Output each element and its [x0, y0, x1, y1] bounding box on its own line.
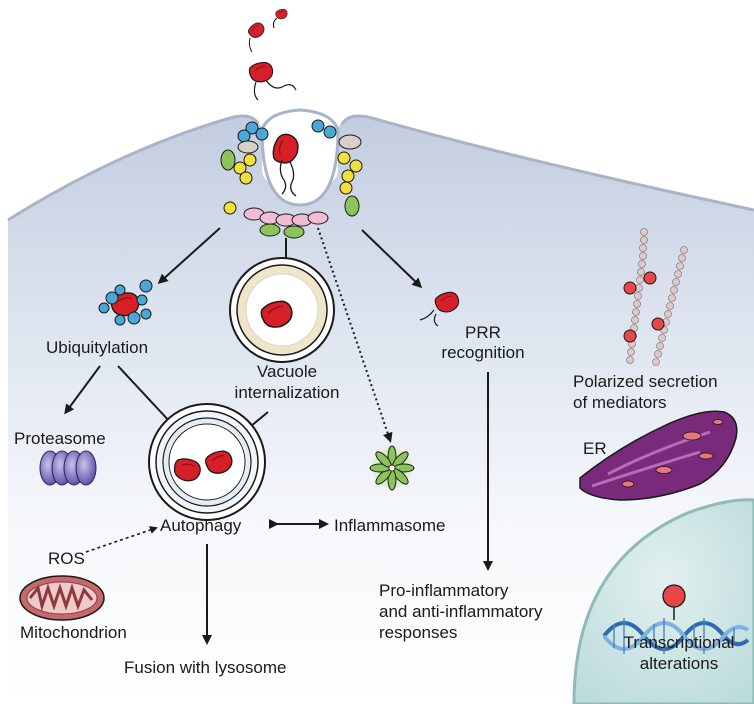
label-anti-inflammatory: and anti-inflammatory	[379, 602, 543, 621]
label-transcriptional: Transcriptional	[623, 633, 735, 652]
cell-cytoplasm	[8, 115, 754, 704]
label-of-mediators: of mediators	[573, 393, 667, 412]
label-inflammasome: Inflammasome	[334, 516, 446, 535]
bacterium-icon	[247, 59, 276, 85]
vacuole-icon	[229, 257, 335, 363]
er-icon	[579, 410, 738, 501]
label-pro-inflammatory: Pro-inflammatory	[379, 581, 509, 600]
inflammasome-icon	[369, 445, 415, 491]
label-internalization: internalization	[234, 383, 340, 402]
label-ubiquitylation: Ubiquitylation	[46, 338, 149, 357]
phagocytic-cup	[260, 108, 340, 207]
bacterium-icon	[246, 19, 268, 41]
proteasome-icon	[39, 450, 97, 486]
dna-icon	[602, 584, 750, 654]
autophagosome-icon	[148, 403, 266, 521]
label-responses: responses	[379, 623, 458, 642]
label-ros: ROS	[48, 549, 85, 568]
host-factors-right	[311, 119, 363, 217]
host-factors-left	[220, 121, 269, 215]
ubiquitin-icon	[98, 279, 153, 326]
arrow-ros-to-autophagy	[85, 526, 158, 553]
label-alterations: alterations	[639, 654, 719, 673]
label-autophagy: Autophagy	[160, 516, 242, 535]
arrow-ubiq-to-proteasome	[64, 365, 101, 415]
mitochondrion-icon	[19, 575, 105, 621]
cell-membrane	[7, 114, 260, 222]
label-recognition: recognition	[441, 343, 525, 362]
secretion-chain-icon	[626, 228, 688, 366]
label-fusion-with-lysosome: Fusion with lysosome	[124, 658, 287, 677]
arrow-to-ubiquitylation	[157, 227, 221, 285]
host-factors-bottom	[243, 207, 329, 239]
label-mitochondrion: Mitochondrion	[20, 623, 127, 642]
arrow-to-inflammasome	[317, 227, 393, 443]
label-proteasome: Proteasome	[14, 429, 106, 448]
label-polarized-secretion: Polarized secretion	[573, 372, 718, 391]
arrow-to-prr	[361, 229, 423, 289]
label-prr: PRR	[465, 323, 501, 342]
label-er: ER	[583, 439, 607, 458]
label-vacuole: Vacuole	[256, 362, 318, 381]
